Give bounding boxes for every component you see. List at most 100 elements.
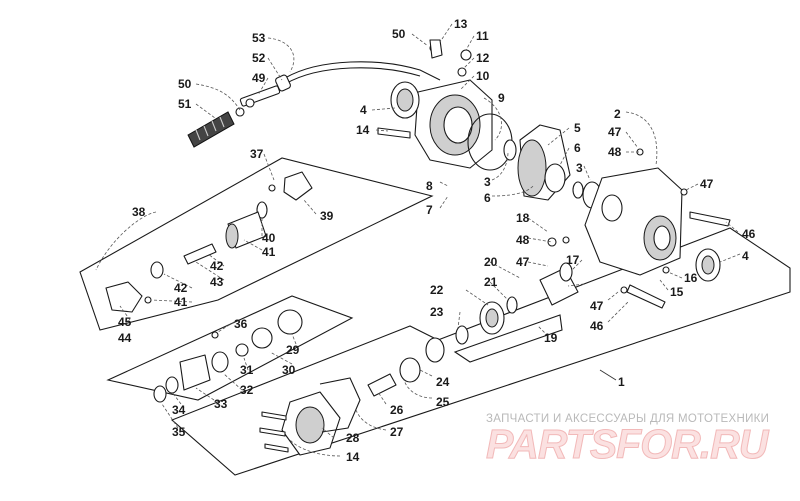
pinion-nut bbox=[547, 237, 557, 247]
callout-c4a: 4 bbox=[360, 103, 367, 117]
callout-c6a: 6 bbox=[574, 141, 581, 155]
callout-c12: 12 bbox=[476, 51, 490, 65]
upper-cover-group bbox=[377, 39, 513, 171]
callout-c4b: 4 bbox=[742, 249, 749, 263]
lower-assembly-outline bbox=[106, 295, 354, 401]
output-shaft bbox=[367, 373, 397, 397]
cable-washer bbox=[235, 107, 245, 117]
cover-bolt bbox=[377, 127, 411, 139]
ring-shim bbox=[572, 181, 584, 199]
callout-c23: 23 bbox=[430, 305, 444, 319]
drive-end-cap bbox=[153, 385, 167, 403]
callout-c24: 24 bbox=[436, 375, 450, 389]
pinion-seal bbox=[425, 337, 445, 363]
callout-c28: 28 bbox=[346, 431, 360, 445]
callout-c13: 13 bbox=[454, 17, 468, 31]
drive-seal bbox=[211, 351, 229, 373]
callout-c27: 27 bbox=[390, 425, 404, 439]
housing-bolt-lower bbox=[626, 284, 666, 309]
callout-c21: 21 bbox=[484, 275, 498, 289]
callout-c45: 45 bbox=[118, 315, 132, 329]
main-housing-group bbox=[584, 148, 731, 309]
callout-c11: 11 bbox=[476, 29, 489, 43]
shift-bearing bbox=[150, 261, 164, 279]
callout-labels: 1233445667891011121314141516171819202122… bbox=[118, 17, 756, 464]
shift-cable bbox=[284, 61, 441, 81]
shift-shaft bbox=[183, 243, 217, 265]
drive-snap-ring bbox=[251, 327, 273, 349]
callout-c41b: 41 bbox=[174, 295, 188, 309]
callout-c25: 25 bbox=[436, 395, 450, 409]
upper-bearing-race bbox=[503, 139, 517, 161]
vent-washer bbox=[457, 67, 467, 77]
callout-c40: 40 bbox=[262, 231, 276, 245]
pinion-group bbox=[367, 236, 579, 397]
drive-bearing bbox=[277, 309, 303, 335]
callout-c44: 44 bbox=[118, 331, 132, 345]
callout-c42a: 42 bbox=[210, 259, 224, 273]
callout-c50a: 50 bbox=[178, 77, 192, 91]
watermark: ЗАПЧАСТИ И АКСЕССУАРЫ ДЛЯ МОТОТЕХНИКИ PA… bbox=[486, 413, 772, 468]
housing-washer bbox=[680, 188, 688, 196]
callout-c47d: 47 bbox=[590, 299, 604, 313]
lower-bolt-1 bbox=[259, 427, 286, 437]
callout-c46a: 46 bbox=[742, 227, 756, 241]
callout-c5: 5 bbox=[574, 121, 581, 135]
callout-c30: 30 bbox=[282, 363, 296, 377]
callout-c46b: 46 bbox=[590, 319, 604, 333]
callout-c3a: 3 bbox=[484, 175, 491, 189]
callout-c6b: 6 bbox=[484, 191, 491, 205]
callout-c2: 2 bbox=[614, 107, 621, 121]
callout-c1: 1 bbox=[618, 375, 625, 389]
callout-c53: 53 bbox=[252, 31, 266, 45]
callout-c47c: 47 bbox=[516, 255, 530, 269]
shift-assembly-outline bbox=[79, 157, 434, 331]
lower-left-parts-group bbox=[153, 309, 303, 403]
callout-c42b: 42 bbox=[174, 281, 188, 295]
coupler bbox=[399, 357, 421, 383]
ring-gear-group bbox=[503, 124, 602, 209]
callout-c7: 7 bbox=[426, 203, 433, 217]
callout-c14a: 14 bbox=[356, 123, 370, 137]
housing-bolt-upper bbox=[689, 211, 731, 227]
callout-c15: 15 bbox=[670, 285, 684, 299]
callout-c50b: 50 bbox=[392, 27, 406, 41]
rubber-boot bbox=[187, 111, 235, 148]
callout-c19: 19 bbox=[544, 331, 558, 345]
callout-c9: 9 bbox=[498, 91, 505, 105]
callout-c47b: 47 bbox=[700, 177, 714, 191]
lower-cover-group bbox=[259, 377, 361, 456]
callout-c31: 31 bbox=[240, 363, 254, 377]
callout-c34: 34 bbox=[172, 403, 186, 417]
lower-gasket bbox=[319, 377, 361, 433]
callout-c38: 38 bbox=[132, 205, 146, 219]
callout-c41a: 41 bbox=[262, 245, 276, 259]
callout-c3b: 3 bbox=[576, 161, 583, 175]
watermark-caption: ЗАПЧАСТИ И АКСЕССУАРЫ ДЛЯ МОТОТЕХНИКИ bbox=[486, 413, 769, 425]
callout-c10: 10 bbox=[476, 69, 490, 83]
callout-c37: 37 bbox=[250, 147, 264, 161]
callout-c48b: 48 bbox=[516, 233, 530, 247]
pinion-bearing bbox=[559, 262, 573, 282]
callout-c33: 33 bbox=[214, 397, 228, 411]
callout-c39: 39 bbox=[320, 209, 334, 223]
shift-cable-group bbox=[187, 61, 441, 148]
pinion-shim bbox=[506, 296, 518, 314]
ring-gear-hub bbox=[544, 163, 566, 193]
callout-c8: 8 bbox=[426, 179, 433, 193]
callout-c52: 52 bbox=[252, 51, 266, 65]
callout-c49: 49 bbox=[252, 71, 266, 85]
callout-c29: 29 bbox=[286, 343, 300, 357]
pinion-spacer bbox=[455, 325, 469, 345]
leader-lines bbox=[95, 23, 741, 457]
callout-c48a: 48 bbox=[608, 145, 622, 159]
callout-c20: 20 bbox=[484, 255, 498, 269]
callout-c17: 17 bbox=[566, 253, 580, 267]
callout-c16: 16 bbox=[684, 271, 698, 285]
callout-c35: 35 bbox=[172, 425, 186, 439]
cable-nut bbox=[245, 98, 255, 108]
pinion-assembly-outline bbox=[453, 314, 563, 363]
lower-bolt-3 bbox=[261, 411, 287, 421]
shift-flange bbox=[105, 281, 143, 313]
